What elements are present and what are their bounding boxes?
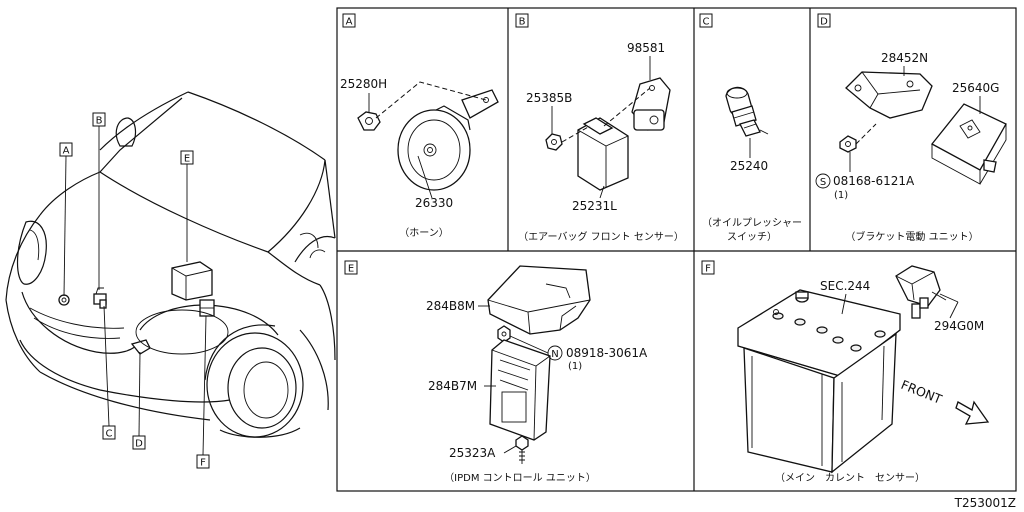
- svg-text:284B8M: 284B8M: [426, 299, 475, 313]
- svg-text:98581: 98581: [627, 41, 665, 55]
- svg-text:FRONT: FRONT: [899, 377, 945, 407]
- bracket-28452n: [845, 71, 933, 119]
- svg-text:（IPDM コントロール ユニット）: （IPDM コントロール ユニット）: [444, 472, 596, 484]
- svg-text:B: B: [519, 17, 526, 28]
- callout-E: E: [180, 150, 194, 262]
- bolt-08168-6121a: [839, 135, 857, 153]
- horn-26330: [397, 89, 499, 191]
- panel-c-oil-pressure-switch: C 25240 （オイルプレッシャー スイッチ）: [699, 13, 802, 243]
- svg-text:S: S: [820, 177, 826, 188]
- svg-text:（オイルプレッシャー: （オイルプレッシャー: [702, 217, 802, 229]
- svg-text:（エアーバッグ フロント センサー）: （エアーバッグ フロント センサー）: [518, 230, 684, 243]
- svg-text:F: F: [705, 264, 711, 275]
- svg-text:C: C: [106, 429, 113, 440]
- svg-text:294G0M: 294G0M: [934, 319, 984, 333]
- svg-text:SEC.244: SEC.244: [820, 279, 870, 293]
- panel-d-bracket-unit: D 28452N 25640G S 08168-61: [815, 13, 1007, 243]
- panel-grid: [336, 7, 1017, 492]
- svg-text:25231L: 25231L: [572, 199, 617, 213]
- svg-text:E: E: [184, 154, 190, 165]
- vehicle-overview: A B C D E F: [5, 91, 336, 469]
- callout-C: C: [102, 305, 116, 440]
- unit-25640g: [931, 103, 1007, 185]
- svg-text:E: E: [348, 264, 354, 275]
- svg-text:08918-3061A: 08918-3061A: [566, 346, 648, 360]
- svg-text:C: C: [703, 17, 710, 28]
- callout-A: A: [59, 142, 73, 297]
- figure-id: T253001Z: [954, 496, 1016, 510]
- svg-text:D: D: [135, 439, 143, 450]
- control-unit-284b7m: [489, 339, 551, 441]
- sensor-98581: [631, 77, 671, 131]
- switch-25240: [725, 86, 769, 137]
- bracket-25231l: [577, 117, 629, 191]
- svg-text:スイッチ）: スイッチ）: [727, 231, 777, 243]
- svg-text:25385B: 25385B: [526, 91, 572, 105]
- svg-text:A: A: [346, 17, 353, 28]
- svg-text:（メイン カレント センサー）: （メイン カレント センサー）: [775, 472, 925, 484]
- svg-text:28452N: 28452N: [881, 51, 928, 65]
- svg-text:(1): (1): [568, 361, 582, 372]
- panel-e-ipdm: E 284B8M: [344, 260, 648, 484]
- svg-text:284B7M: 284B7M: [428, 379, 477, 393]
- svg-text:25323A: 25323A: [449, 446, 496, 460]
- panel-a-horn: A 25280H 26330 （ホーン）: [340, 13, 499, 239]
- bolt-25323a: [515, 435, 529, 464]
- battery: [737, 289, 901, 474]
- svg-text:F: F: [200, 458, 206, 469]
- svg-text:（ホーン）: （ホーン）: [399, 227, 449, 239]
- callout-B: B: [92, 112, 106, 290]
- svg-text:B: B: [96, 116, 103, 127]
- svg-text:N: N: [551, 349, 558, 360]
- svg-text:26330: 26330: [415, 196, 453, 210]
- callout-F: F: [196, 315, 210, 469]
- svg-text:25640G: 25640G: [952, 81, 999, 95]
- svg-text:(1): (1): [834, 190, 848, 201]
- panel-b-airbag-sensor: B 98581 25385B 25231L （エアーバッグ フロント センサー）: [515, 13, 684, 243]
- panel-f-current-sensor: F: [701, 260, 990, 484]
- svg-text:08168-6121A: 08168-6121A: [833, 174, 915, 188]
- current-sensor-294g0m: [895, 265, 947, 319]
- callout-D: D: [132, 351, 146, 450]
- svg-text:A: A: [63, 146, 70, 157]
- svg-text:25280H: 25280H: [340, 77, 387, 91]
- cover-284b8m: [487, 265, 591, 335]
- svg-text:25240: 25240: [730, 159, 768, 173]
- nut-08918-3061a: [497, 325, 511, 343]
- nut-25385b: [545, 133, 563, 151]
- front-direction-arrow: FRONT: [899, 377, 990, 425]
- svg-text:（ブラケット電動 ユニット）: （ブラケット電動 ユニット）: [845, 230, 978, 243]
- nut-25280h: [357, 111, 381, 131]
- svg-text:D: D: [820, 17, 828, 28]
